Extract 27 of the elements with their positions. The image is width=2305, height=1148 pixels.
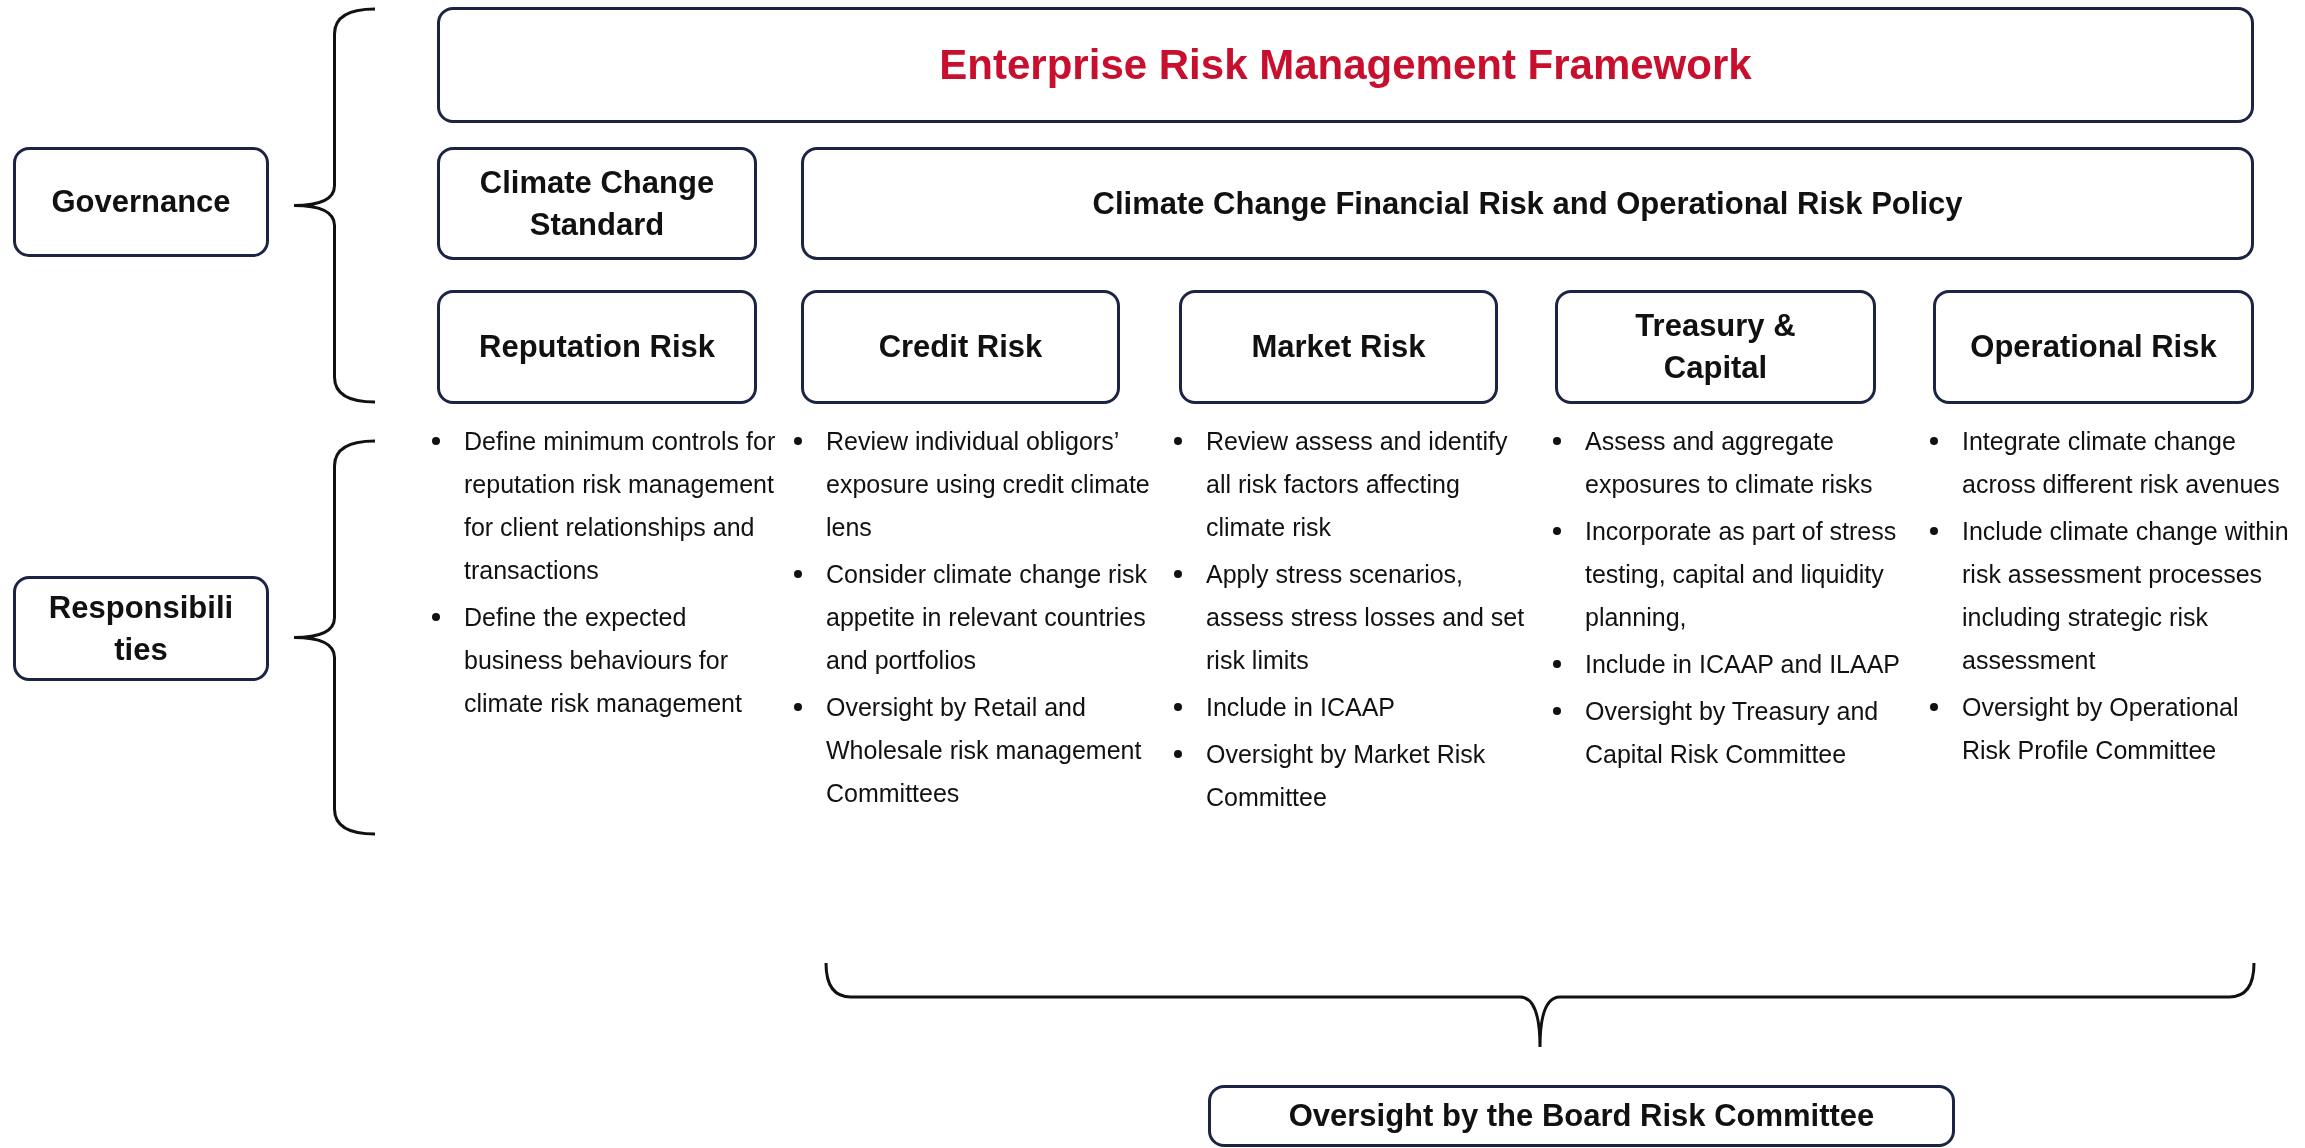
bullet-text: Oversight by Treasury and Capital Risk Committee	[1585, 697, 1879, 768]
bullet-text: Define minimum controls for reputation risk management for client relationships and transactions	[464, 427, 776, 584]
bullet-text: Oversight by Retail and Wholesale risk management Committees	[826, 693, 1142, 807]
bullet-text: Review assess and identify all risk factors affecting climate risk	[1206, 427, 1508, 541]
bullet-text: Review individual obligors’ exposure using credit climate lens	[826, 427, 1150, 541]
bullet-text: Include in ICAAP and ILAAP	[1585, 650, 1900, 678]
title-box: Enterprise Risk Management Framework	[437, 7, 2254, 123]
bullet-text: Apply stress scenarios, assess stress losses and set risk limits	[1206, 560, 1525, 674]
policy-box: Climate Change Financial Risk and Operational Risk Policy	[801, 147, 2254, 260]
bullet-text: Include in ICAAP	[1206, 693, 1395, 721]
label-box: Governance	[13, 147, 269, 257]
bullet-text: Include climate change within risk assessment processes including strategic risk assessment	[1962, 517, 2289, 674]
risk-box: Reputation Risk	[437, 290, 757, 404]
bullet-text: Define the expected business behaviours for climate risk management	[464, 603, 742, 717]
bullet-text: Integrate climate change across different risk avenues	[1962, 427, 2280, 498]
risk-box: Market Risk	[1179, 290, 1498, 404]
label-box: Responsibilities	[13, 576, 269, 681]
bullet-text: Oversight by Market Risk Committee	[1206, 740, 1486, 811]
bullet-text: Incorporate as part of stress testing, capital and liquidity planning,	[1585, 517, 1897, 631]
bullet-text: Consider climate change risk appetite in relevant countries and portfolios	[826, 560, 1147, 674]
policy-box: Climate Change Standard	[437, 147, 757, 260]
bullet-text: Assess and aggregate exposures to climate risks	[1585, 427, 1873, 498]
committee-box: Oversight by the Board Risk Committee	[1208, 1085, 1955, 1147]
risk-box: Credit Risk	[801, 290, 1120, 404]
risk-box: Treasury & Capital	[1555, 290, 1876, 404]
risk-box: Operational Risk	[1933, 290, 2254, 404]
bullet-text: Oversight by Operational Risk Profile Committee	[1962, 693, 2239, 764]
